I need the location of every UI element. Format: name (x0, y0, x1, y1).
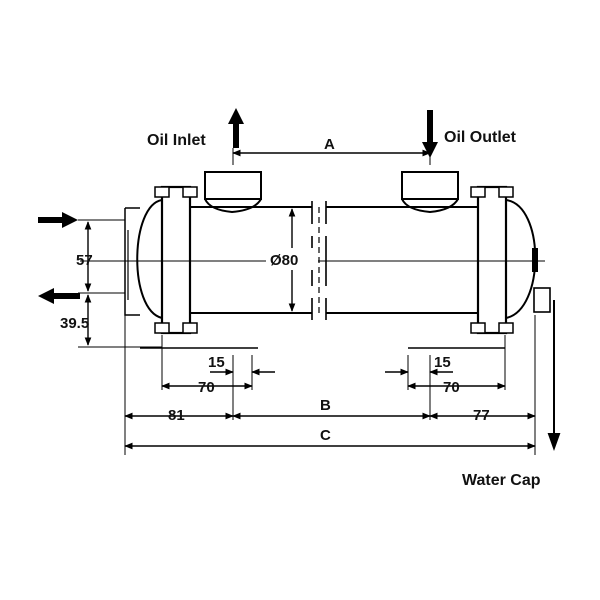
oil-outlet-arrow-icon (422, 110, 438, 158)
flow-arrows (38, 108, 561, 451)
right-flange (470, 185, 551, 335)
dim-81-label: 81 (168, 407, 185, 424)
dim-right-70-label: 70 (443, 379, 460, 396)
dim-b-label: B (320, 397, 331, 414)
diameter-label-bg (266, 248, 318, 270)
dim-left-15-label: 15 (208, 354, 225, 371)
dim-vertical (78, 219, 162, 348)
dim-c-label: C (320, 427, 331, 444)
dim-left-70-label: 70 (198, 379, 215, 396)
water-cap-arrow-icon (547, 300, 561, 451)
oil-inlet-arrow-icon (228, 108, 244, 148)
dim-right-15-label: 15 (434, 354, 451, 371)
dim-77-label: 77 (473, 407, 490, 424)
oil-inlet-label: Oil Inlet (147, 132, 206, 149)
dim-57-label: 57 (76, 252, 93, 269)
oil-inlet-port (204, 171, 262, 214)
water-cap-label: Water Cap (462, 472, 541, 489)
oil-outlet-label: Oil Outlet (444, 129, 517, 146)
dim-39-5-label: 39.5 (60, 315, 89, 332)
dim-a (232, 148, 431, 165)
dim-diameter-label: Ø80 (270, 252, 298, 269)
dim-small (161, 368, 506, 390)
left-flange (124, 185, 198, 335)
water-in-arrow-icon (38, 212, 78, 228)
dim-a-label: A (324, 136, 335, 153)
oil-outlet-port (401, 171, 459, 214)
water-out-arrow-icon (38, 288, 80, 304)
